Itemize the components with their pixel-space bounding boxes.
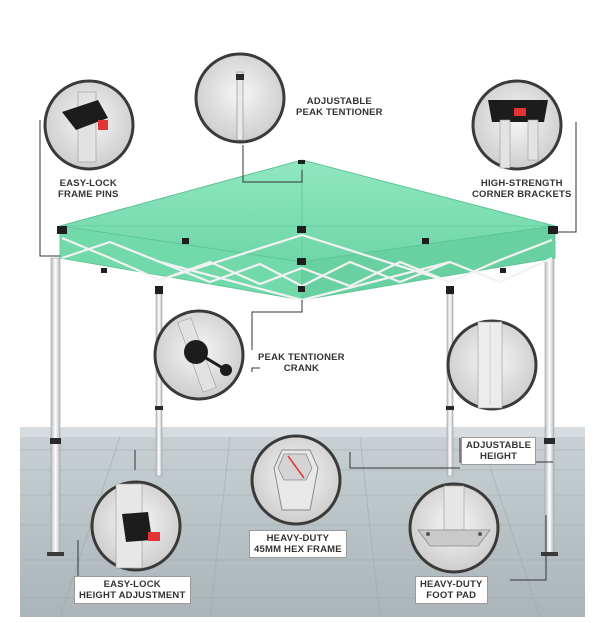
detail-circle-height-adjustment (90, 480, 182, 572)
label-high-strength-corner-brackets: HIGH-STRENGTH CORNER BRACKETS (472, 178, 572, 200)
detail-circle-foot-pad (408, 482, 500, 574)
tent-legs (47, 257, 558, 557)
label-easy-lock-height-adjustment: EASY-LOCK HEIGHT ADJUSTMENT (74, 576, 191, 604)
label-easy-lock-frame-pins: EASY-LOCK FRAME PINS (58, 178, 119, 200)
truss-frame (61, 233, 553, 302)
detail-circle-tentioner-crank (153, 309, 245, 401)
frame-joints (57, 160, 558, 294)
label-peak-tentioner-crank: PEAK TENTIONER CRANK (258, 352, 345, 374)
label-adjustable-height: ADJUSTABLE HEIGHT (461, 437, 537, 465)
detail-circle-corner-brackets (471, 79, 563, 171)
detail-circle-frame-pins (43, 79, 135, 171)
label-heavy-duty-foot-pad: HEAVY-DUTY FOOT PAD (415, 576, 488, 604)
detail-circle-peak-tentioner (194, 52, 286, 144)
canopy-roof (59, 159, 556, 301)
label-adjustable-peak-tentioner: ADJUSTABLE PEAK TENTIONER (296, 96, 383, 118)
wall-base (20, 427, 585, 437)
label-heavy-duty-hex-frame: HEAVY-DUTY 45MM HEX FRAME (249, 530, 347, 558)
detail-circle-adjustable-height (446, 319, 538, 411)
detail-circle-hex-frame (250, 434, 342, 526)
